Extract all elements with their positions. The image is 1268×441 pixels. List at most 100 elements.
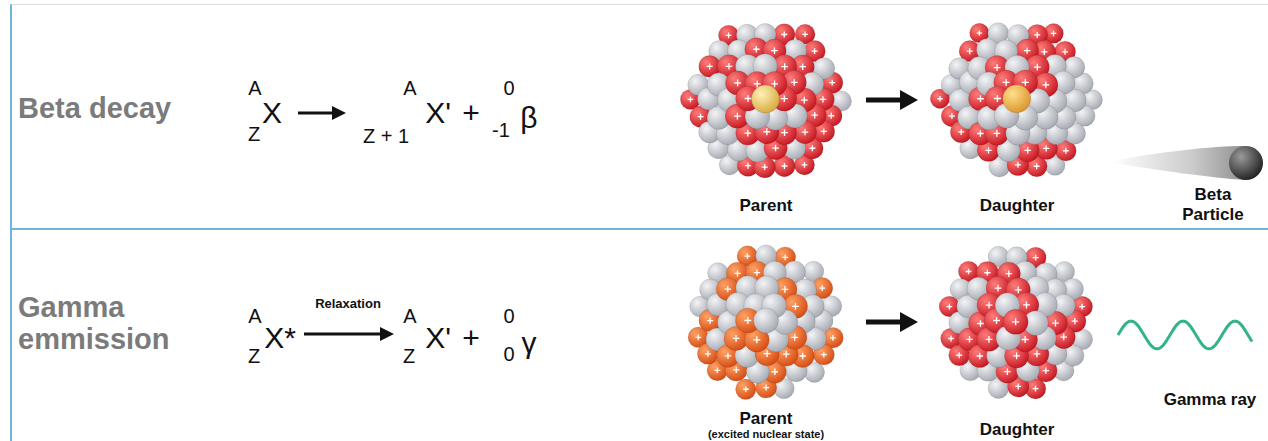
proton-plus	[802, 129, 808, 135]
proton-plus	[726, 33, 732, 39]
proton-plus	[1022, 336, 1029, 343]
proton-plus	[781, 32, 787, 38]
proton-plus	[984, 270, 990, 276]
equation-symbol: A	[248, 78, 261, 98]
equation-symbol: -1	[492, 120, 510, 140]
proton-plus	[733, 335, 740, 342]
proton-plus	[799, 353, 805, 359]
nucleus-illustration	[939, 246, 1092, 399]
node-label: (excited nuclear state)	[708, 428, 824, 440]
proton-plus	[791, 334, 798, 341]
proton-plus	[993, 317, 1000, 324]
proton-plus	[764, 350, 771, 357]
beta-particle-label: Beta Particle	[1162, 183, 1264, 225]
proton-plus	[744, 130, 751, 137]
proton-plus	[821, 128, 827, 134]
proton-plus	[949, 113, 955, 119]
transition-arrow	[866, 320, 900, 325]
proton-plus	[772, 145, 779, 152]
nucleus-illustration	[688, 245, 843, 399]
proton-plus	[1034, 351, 1041, 358]
transition-arrow	[866, 98, 900, 103]
proton-plus	[1015, 383, 1021, 389]
equation-symbol: +	[462, 323, 480, 353]
proton-plus	[1006, 270, 1012, 276]
proton-plus	[1034, 163, 1040, 169]
proton-plus	[966, 269, 972, 275]
proton-plus	[705, 351, 711, 357]
nucleon-ball	[754, 308, 779, 333]
proton-plus	[1034, 64, 1041, 71]
proton-plus	[688, 97, 694, 103]
proton-plus	[707, 63, 713, 69]
nucleus-illustration	[680, 23, 851, 177]
row-heading: Gamma emmission	[18, 292, 218, 356]
proton-plus	[1033, 386, 1039, 392]
row-heading: Beta decay	[18, 93, 218, 125]
equation-symbol: +	[462, 98, 480, 128]
equation-symbol: 0	[503, 344, 514, 364]
node-label: Beta Particle	[1162, 185, 1264, 225]
nucleon	[754, 308, 779, 333]
proton-plus	[771, 80, 778, 87]
proton-plus	[753, 336, 760, 343]
equation-symbol: A	[403, 306, 416, 326]
node-label: Daughter	[980, 420, 1055, 440]
proton-plus	[801, 97, 808, 104]
proton-plus	[1012, 318, 1019, 325]
equation-symbol: Z + 1	[363, 126, 409, 146]
proton-plus	[956, 352, 962, 358]
proton-plus	[802, 162, 808, 168]
proton-plus	[1025, 147, 1031, 153]
proton-plus	[1052, 320, 1059, 327]
proton-plus	[985, 147, 991, 153]
proton-plus	[828, 113, 834, 119]
gamma-ray-label: Gamma ray	[1156, 384, 1264, 410]
nucleon-ball	[1003, 309, 1028, 334]
node-label: Parent	[740, 196, 793, 216]
equation-symbol: X	[262, 98, 282, 128]
proton-plus	[783, 351, 790, 358]
arrow-head	[332, 106, 346, 120]
equation-symbol: X*	[264, 323, 296, 353]
proton-plus	[1061, 334, 1067, 340]
proton-plus	[762, 164, 768, 170]
proton-plus	[947, 304, 953, 310]
proton-plus	[821, 352, 827, 358]
proton-plus	[791, 79, 798, 86]
equation-symbol: A	[403, 78, 416, 98]
reaction-arrow	[304, 327, 394, 341]
proton-plus	[1043, 145, 1049, 151]
nucleon	[1003, 85, 1031, 113]
proton-plus	[937, 96, 942, 101]
proton-plus	[781, 63, 788, 70]
row-band: Beta decayParent Daughter Beta Particle	[10, 4, 1268, 228]
proton-plus	[726, 63, 733, 70]
beta-particle	[1229, 146, 1263, 180]
node-label: Daughter	[980, 196, 1055, 216]
proton-plus	[771, 47, 778, 54]
proton-plus	[1013, 352, 1020, 359]
proton-plus	[1043, 368, 1049, 374]
proton-plus	[1079, 304, 1085, 310]
proton-plus	[977, 30, 982, 35]
proton-plus	[733, 367, 739, 373]
proton-plus	[977, 353, 983, 359]
node-label: Parent	[740, 410, 793, 428]
equation-symbol: Z	[248, 124, 260, 144]
proton-plus	[830, 335, 836, 341]
nucleus-illustration	[930, 23, 1102, 177]
beta-particle-trail	[1112, 146, 1246, 180]
proton-plus	[1004, 368, 1010, 374]
arrow-shaft	[298, 112, 334, 115]
proton-plus	[745, 253, 751, 259]
proton-plus	[1051, 31, 1057, 37]
equation-symbol: Z	[403, 346, 415, 366]
proton-plus	[812, 48, 818, 54]
proton-plus	[781, 129, 788, 136]
proton-plus	[1033, 255, 1039, 261]
proton-plus	[782, 286, 789, 293]
proton-plus	[734, 113, 741, 120]
proton-plus	[958, 129, 964, 135]
